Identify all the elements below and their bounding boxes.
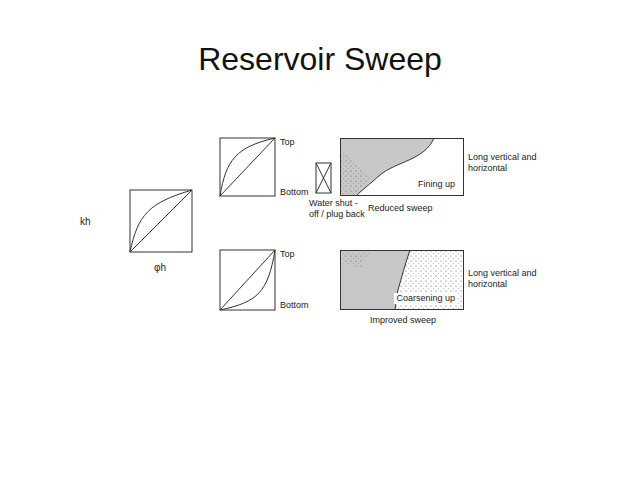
reservoir-section: Coarsening up bbox=[340, 250, 464, 310]
reservoir-section: Fining up bbox=[340, 138, 464, 196]
remedy-note: Water shut - off / plug back bbox=[309, 198, 367, 220]
coarsening-plot bbox=[220, 250, 275, 310]
sweep-result: Reduced sweep bbox=[368, 203, 433, 214]
axis-label: kh bbox=[80, 216, 91, 227]
depth-label: Top bbox=[280, 137, 295, 148]
depth-label: Top bbox=[280, 249, 295, 260]
section-label: Fining up bbox=[416, 179, 457, 190]
slide-title: Reservoir Sweep bbox=[0, 40, 640, 78]
coarsening-up-section bbox=[340, 250, 463, 310]
continuity-note: Long vertical and horizontal bbox=[468, 152, 540, 174]
kh-phih-plot bbox=[130, 190, 192, 252]
axis-label: φh bbox=[154, 262, 166, 273]
shut-off-symbol bbox=[316, 163, 331, 193]
section-label: Coarsening up bbox=[394, 293, 457, 304]
depth-label: Bottom bbox=[280, 300, 309, 311]
depth-label: Bottom bbox=[280, 187, 309, 198]
continuity-note: Long vertical and horizontal bbox=[468, 268, 540, 290]
fining-plot bbox=[220, 138, 275, 196]
sweep-result: Improved sweep bbox=[370, 315, 436, 326]
